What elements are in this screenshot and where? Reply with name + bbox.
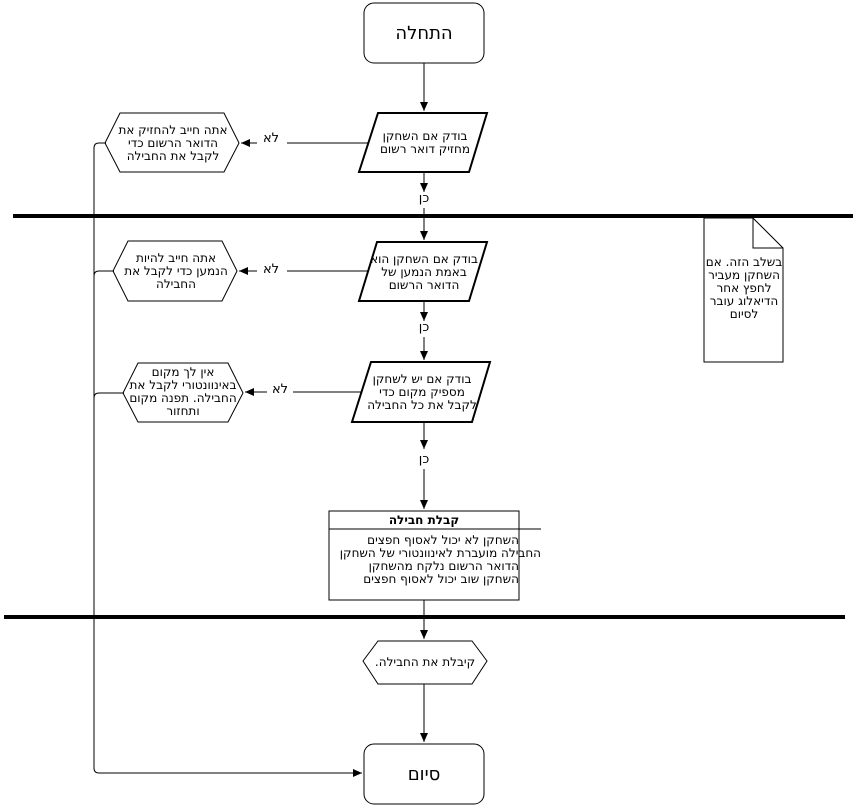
success-node — [362, 640, 488, 685]
decision-has-space-text: בודק אם יש לשחקן מספיק מקום כדי לקבל את … — [367, 371, 477, 412]
error-not-recipient-text: אתה חייב להיות הנמען כדי לקבל את החבילה — [124, 250, 228, 291]
decision-has-mail[interactable] — [357, 112, 489, 173]
receive-step: החבילה מועברת לאינוונטורי של השחקן — [339, 546, 541, 560]
no-label: לא — [262, 262, 280, 277]
no-label: לא — [271, 382, 289, 397]
note-fold — [752, 218, 783, 249]
receive-package-block[interactable] — [328, 510, 520, 601]
yes-label: כן — [418, 191, 430, 206]
connector — [93, 392, 124, 399]
yes-label: כן — [418, 320, 430, 335]
no-label: לא — [262, 131, 280, 146]
end-label: סיום — [407, 763, 441, 785]
success-text: קיבלת את החבילה. — [374, 655, 476, 669]
note-text: בשלב הזה. אם השחקן מעביר לחפץ אחר הדיאלו… — [705, 255, 783, 321]
note-shape — [703, 217, 784, 363]
receive-step: הדואר הרשום נלקח מהשחקן — [368, 559, 519, 573]
decision-has-space[interactable] — [350, 361, 492, 423]
decision-is-recipient[interactable] — [357, 241, 489, 302]
receive-package-title: קבלת חבילה — [388, 513, 460, 527]
receive-package-content: קבלת חבילה השחקן לא יכול לאסוף חפצים החב… — [329, 511, 541, 600]
error-no-space-text: אין לך מקום באינוונטורי לקבל את החבילה. … — [129, 365, 237, 418]
connector-to-end — [93, 142, 362, 777]
yes-label: כן — [418, 452, 430, 467]
connector — [93, 270, 114, 277]
start-label: התחלה — [395, 22, 453, 44]
receive-step: השחקן לא יכול לאסוף חפצים — [367, 533, 519, 547]
decision-has-mail-text: בודק אם השחקן מחזיק דואר רשום — [379, 129, 471, 156]
end-node[interactable] — [363, 743, 485, 805]
decision-is-recipient-text: בודק אם השחקן הוא באמת הנמען של הדואר הר… — [370, 251, 478, 292]
error-no-mail-text: אתה חייב להחזיק את הדואר הרשום כדי לקבל … — [118, 122, 228, 163]
receive-step: השחקן שוב יכול לאסוף חפצים — [363, 572, 519, 586]
